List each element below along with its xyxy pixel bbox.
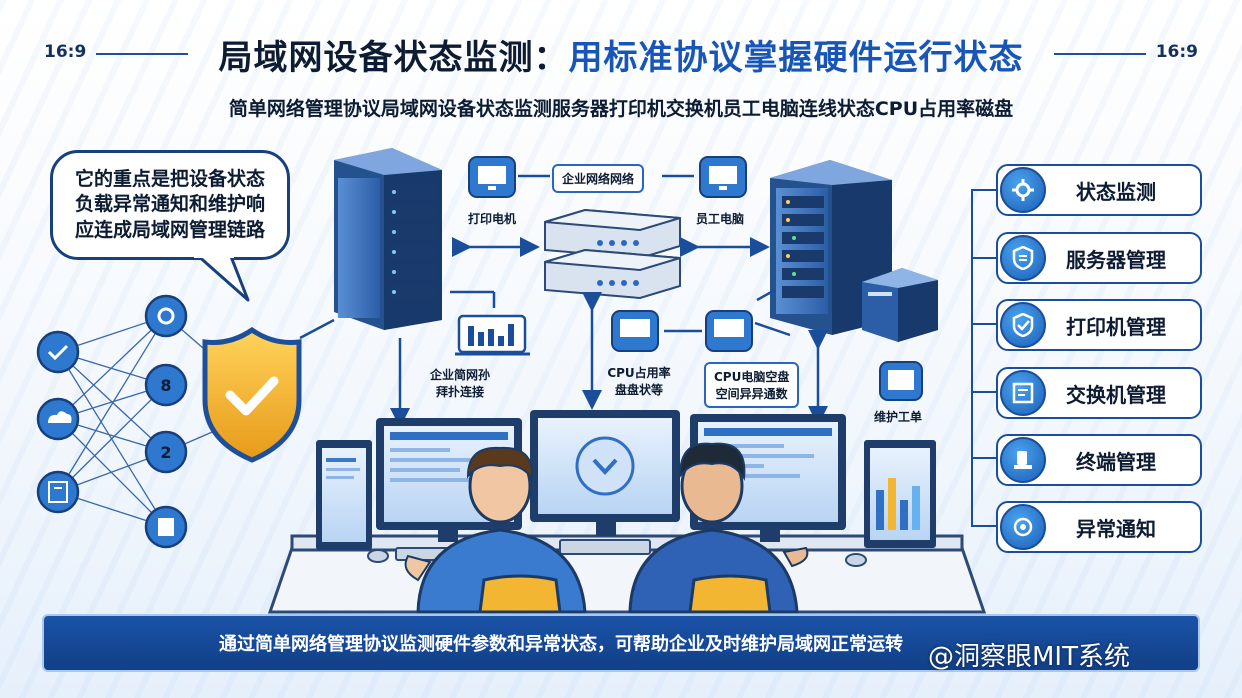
cpu-monitor-tile-icon	[611, 310, 659, 352]
employee-right	[628, 442, 809, 614]
shield-icon	[1000, 302, 1046, 348]
topology-label: 企业简网孙 拜扑连接	[412, 366, 508, 400]
network-node-building-icon	[36, 470, 80, 514]
menu-item-status-monitor[interactable]: 状态监测	[996, 164, 1202, 216]
chair-right	[688, 574, 772, 614]
monitor-far-left	[316, 440, 372, 550]
employee-pc-tile-icon	[699, 156, 747, 198]
mouse-left	[367, 549, 389, 563]
footer-text: 通过简单网络管理协议监测硬件参数和异常状态，可帮助企业及时维护局域网正常运转	[219, 634, 903, 655]
topology-chart-icon	[455, 314, 530, 356]
network-node-8: 8	[144, 363, 188, 407]
desktop-tower-icon	[862, 268, 938, 342]
menu-item-terminal-management[interactable]: 终端管理	[996, 434, 1202, 486]
menu-item-alert-notification[interactable]: 异常通知	[996, 501, 1202, 553]
menu-bracket	[971, 189, 998, 527]
watermark: @洞察眼MIT系统	[928, 642, 1130, 672]
network-node-doc-icon	[144, 505, 188, 549]
menu-item-label: 服务器管理	[1066, 247, 1166, 272]
gear-icon	[1000, 167, 1046, 213]
employee-pc-label: 员工电脑	[696, 212, 745, 226]
title-part-2: 用标准协议掌握硬件运行状态	[568, 38, 1024, 78]
terminal-icon	[1000, 437, 1046, 483]
speech-bubble-tail	[194, 254, 250, 302]
cpu-label-line-2: 盘盘状等	[614, 383, 663, 397]
alert-icon	[1000, 504, 1046, 550]
maintenance-label: 维护工单	[874, 410, 923, 424]
bubble-line-1: 它的重点是把设备状态	[74, 167, 265, 190]
bubble-line-2: 负载异常通知和维护响	[74, 193, 265, 216]
title-part-1: 局域网设备状态监测：	[218, 38, 569, 78]
network-switch-icon	[544, 208, 681, 300]
network-nodes: 8 2	[36, 294, 188, 549]
menu-item-label: 打印机管理	[1066, 314, 1166, 339]
flow-arrows	[299, 174, 828, 428]
page-subtitle: 简单网络管理协议局域网设备状态监测服务器打印机交换机员工电脑连线状态CPU占用率…	[228, 98, 1014, 120]
aspect-label-right: 16:9	[1155, 42, 1198, 62]
bubble-line-3: 应连成局域网管理链路	[74, 218, 265, 241]
page-title: 局域网设备状态监测：用标准协议掌握硬件运行状态	[0, 30, 1242, 79]
network-node-check-icon	[36, 330, 80, 374]
topology-label-line-2: 拜扑连接	[435, 385, 484, 399]
network-node-2-label: 2	[160, 443, 171, 462]
printer-monitor-tile-icon	[468, 156, 516, 198]
network-node-cloud-icon	[36, 397, 80, 441]
printer-label: 打印电机	[468, 212, 517, 226]
header-rule-right	[1054, 53, 1146, 55]
monitor-far-right	[864, 440, 936, 548]
monitor-center	[530, 410, 680, 536]
menu-item-switch-management[interactable]: 交换机管理	[996, 367, 1202, 419]
shield-check-icon	[202, 326, 302, 463]
menu-item-label: 交换机管理	[1066, 382, 1166, 407]
disk-alert-line-1: CPU电脑空盘	[714, 370, 790, 384]
switch-icon	[1000, 370, 1046, 416]
cpu-label-line-1: CPU占用率	[607, 366, 671, 380]
network-node-gear-icon	[144, 294, 188, 338]
footer-banner: 通过简单网络管理协议监测硬件参数和异常状态，可帮助企业及时维护局域网正常运转	[42, 614, 1200, 672]
menu-item-label: 异常通知	[1076, 516, 1156, 541]
server-icon	[1000, 235, 1046, 281]
speech-bubble: 它的重点是把设备状态 负载异常通知和维护响 应连成局域网管理链路	[50, 150, 290, 260]
maintenance-ticket-icon	[879, 361, 923, 401]
disk-alert-pill: CPU电脑空盘 空间异异通数	[704, 362, 800, 408]
header-rule-left	[96, 53, 188, 55]
network-node-8-label: 8	[160, 376, 171, 395]
server-rack-left-icon	[334, 148, 442, 330]
menu-item-server-management[interactable]: 服务器管理	[996, 232, 1202, 284]
disk-alert-line-2: 空间异异通数	[715, 387, 788, 401]
disk-monitor-tile-icon	[705, 310, 753, 352]
aspect-label-left: 16:9	[44, 42, 87, 62]
cpu-label: CPU占用率 盘盘状等	[603, 364, 675, 398]
network-node-2: 2	[144, 430, 188, 474]
lan-pill-label: 企业网络网络	[552, 164, 645, 193]
topology-label-line-1: 企业简网孙	[429, 368, 490, 382]
menu-item-label: 终端管理	[1076, 449, 1156, 474]
chair-left	[478, 574, 562, 614]
mouse-right	[845, 553, 867, 567]
menu-item-label: 状态监测	[1076, 179, 1156, 204]
keyboard-center	[559, 539, 651, 555]
menu-item-printer-management[interactable]: 打印机管理	[996, 299, 1202, 351]
